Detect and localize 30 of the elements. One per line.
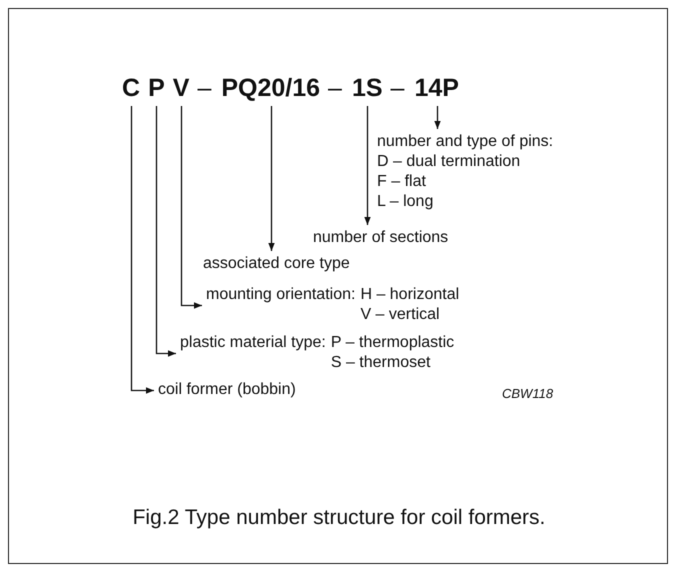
description-text: mounting orientation: (206, 285, 356, 305)
drawing-code: CBW118 (502, 386, 554, 401)
description-text: number of sections (313, 228, 448, 248)
type-code-part: PQ20/16 (221, 74, 320, 103)
type-code-part: 14P (414, 74, 459, 103)
option-text: H – horizontal (360, 285, 460, 305)
arrow (180, 106, 202, 309)
description-text: plastic material type: (180, 333, 326, 353)
arrow (156, 106, 176, 357)
description-text: associated core type (203, 254, 350, 274)
type-code-part: V (172, 74, 190, 103)
option-text: S – thermoset (330, 353, 432, 373)
type-code-part: C (122, 74, 140, 103)
arrow (130, 106, 154, 394)
option-text: D – dual termination (377, 152, 522, 172)
option-text: F – flat (377, 172, 427, 192)
option-text: V – vertical (360, 305, 441, 325)
separator-dash: – (197, 74, 212, 103)
figure-caption: Fig.2 Type number structure for coil formers. (132, 506, 546, 530)
separator-dash: – (390, 74, 404, 103)
option-text: P – thermoplastic (330, 333, 454, 353)
description-text: number and type of pins: (377, 132, 554, 152)
description-text: coil former (bobbin) (158, 380, 296, 400)
option-text: L – long (377, 192, 434, 212)
arrow (364, 106, 371, 225)
arrow (434, 106, 441, 129)
arrow (268, 106, 275, 251)
type-code-part: P (148, 74, 165, 103)
type-code-part: 1S (352, 74, 383, 103)
separator-dash: – (328, 74, 342, 103)
